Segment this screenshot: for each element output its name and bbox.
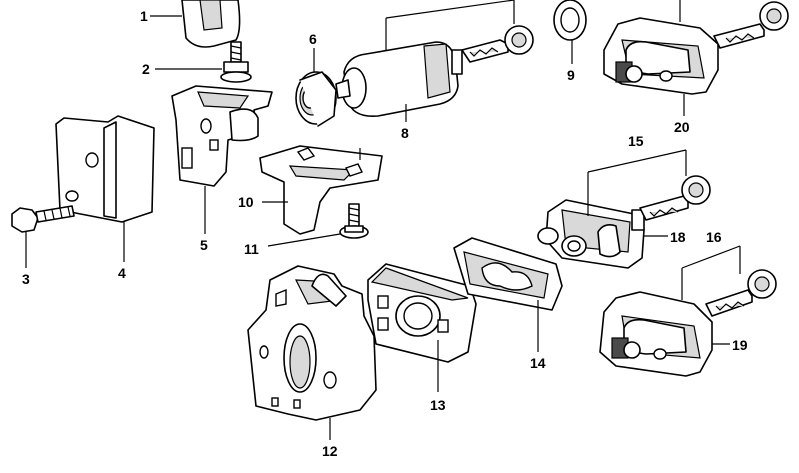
part-4-angle-plate <box>55 115 155 262</box>
part-20-lock-housing <box>603 0 789 116</box>
part-6-nut <box>295 48 337 127</box>
part-13-guide-block <box>367 263 477 392</box>
part-12-striker-plate <box>247 265 377 440</box>
callout-13: 13 <box>430 397 446 413</box>
part-10-clip <box>259 145 383 235</box>
callout-5: 5 <box>200 237 208 253</box>
callout-1: 1 <box>140 8 148 24</box>
part-1-bracket <box>150 0 241 48</box>
callout-3: 3 <box>22 271 30 287</box>
part-2-bolt <box>155 41 252 83</box>
callout-9: 9 <box>567 67 575 83</box>
callout-6: 6 <box>309 31 317 47</box>
callout-18: 18 <box>670 229 686 245</box>
callout-10: 10 <box>238 194 254 210</box>
callout-12: 12 <box>322 443 338 459</box>
callout-19: 19 <box>732 337 748 353</box>
part-14-gasket <box>453 237 563 352</box>
callout-11: 11 <box>244 241 259 257</box>
part-19-lock-housing <box>599 245 777 377</box>
part-3-bolt <box>11 205 75 268</box>
callout-8: 8 <box>401 125 409 141</box>
part-5-mounting-bracket <box>171 85 273 234</box>
part-18-lock-body <box>537 149 711 269</box>
callout-2: 2 <box>142 61 150 77</box>
key-7 <box>385 0 534 63</box>
callout-16: 16 <box>706 229 722 245</box>
callout-14: 14 <box>530 355 546 371</box>
callout-20: 20 <box>674 119 690 135</box>
part-8-lock-cylinder <box>335 41 463 122</box>
part-9-ring <box>553 0 587 64</box>
part-11-bolt <box>267 203 369 247</box>
callout-15: 15 <box>628 133 644 149</box>
callout-4: 4 <box>118 265 126 281</box>
